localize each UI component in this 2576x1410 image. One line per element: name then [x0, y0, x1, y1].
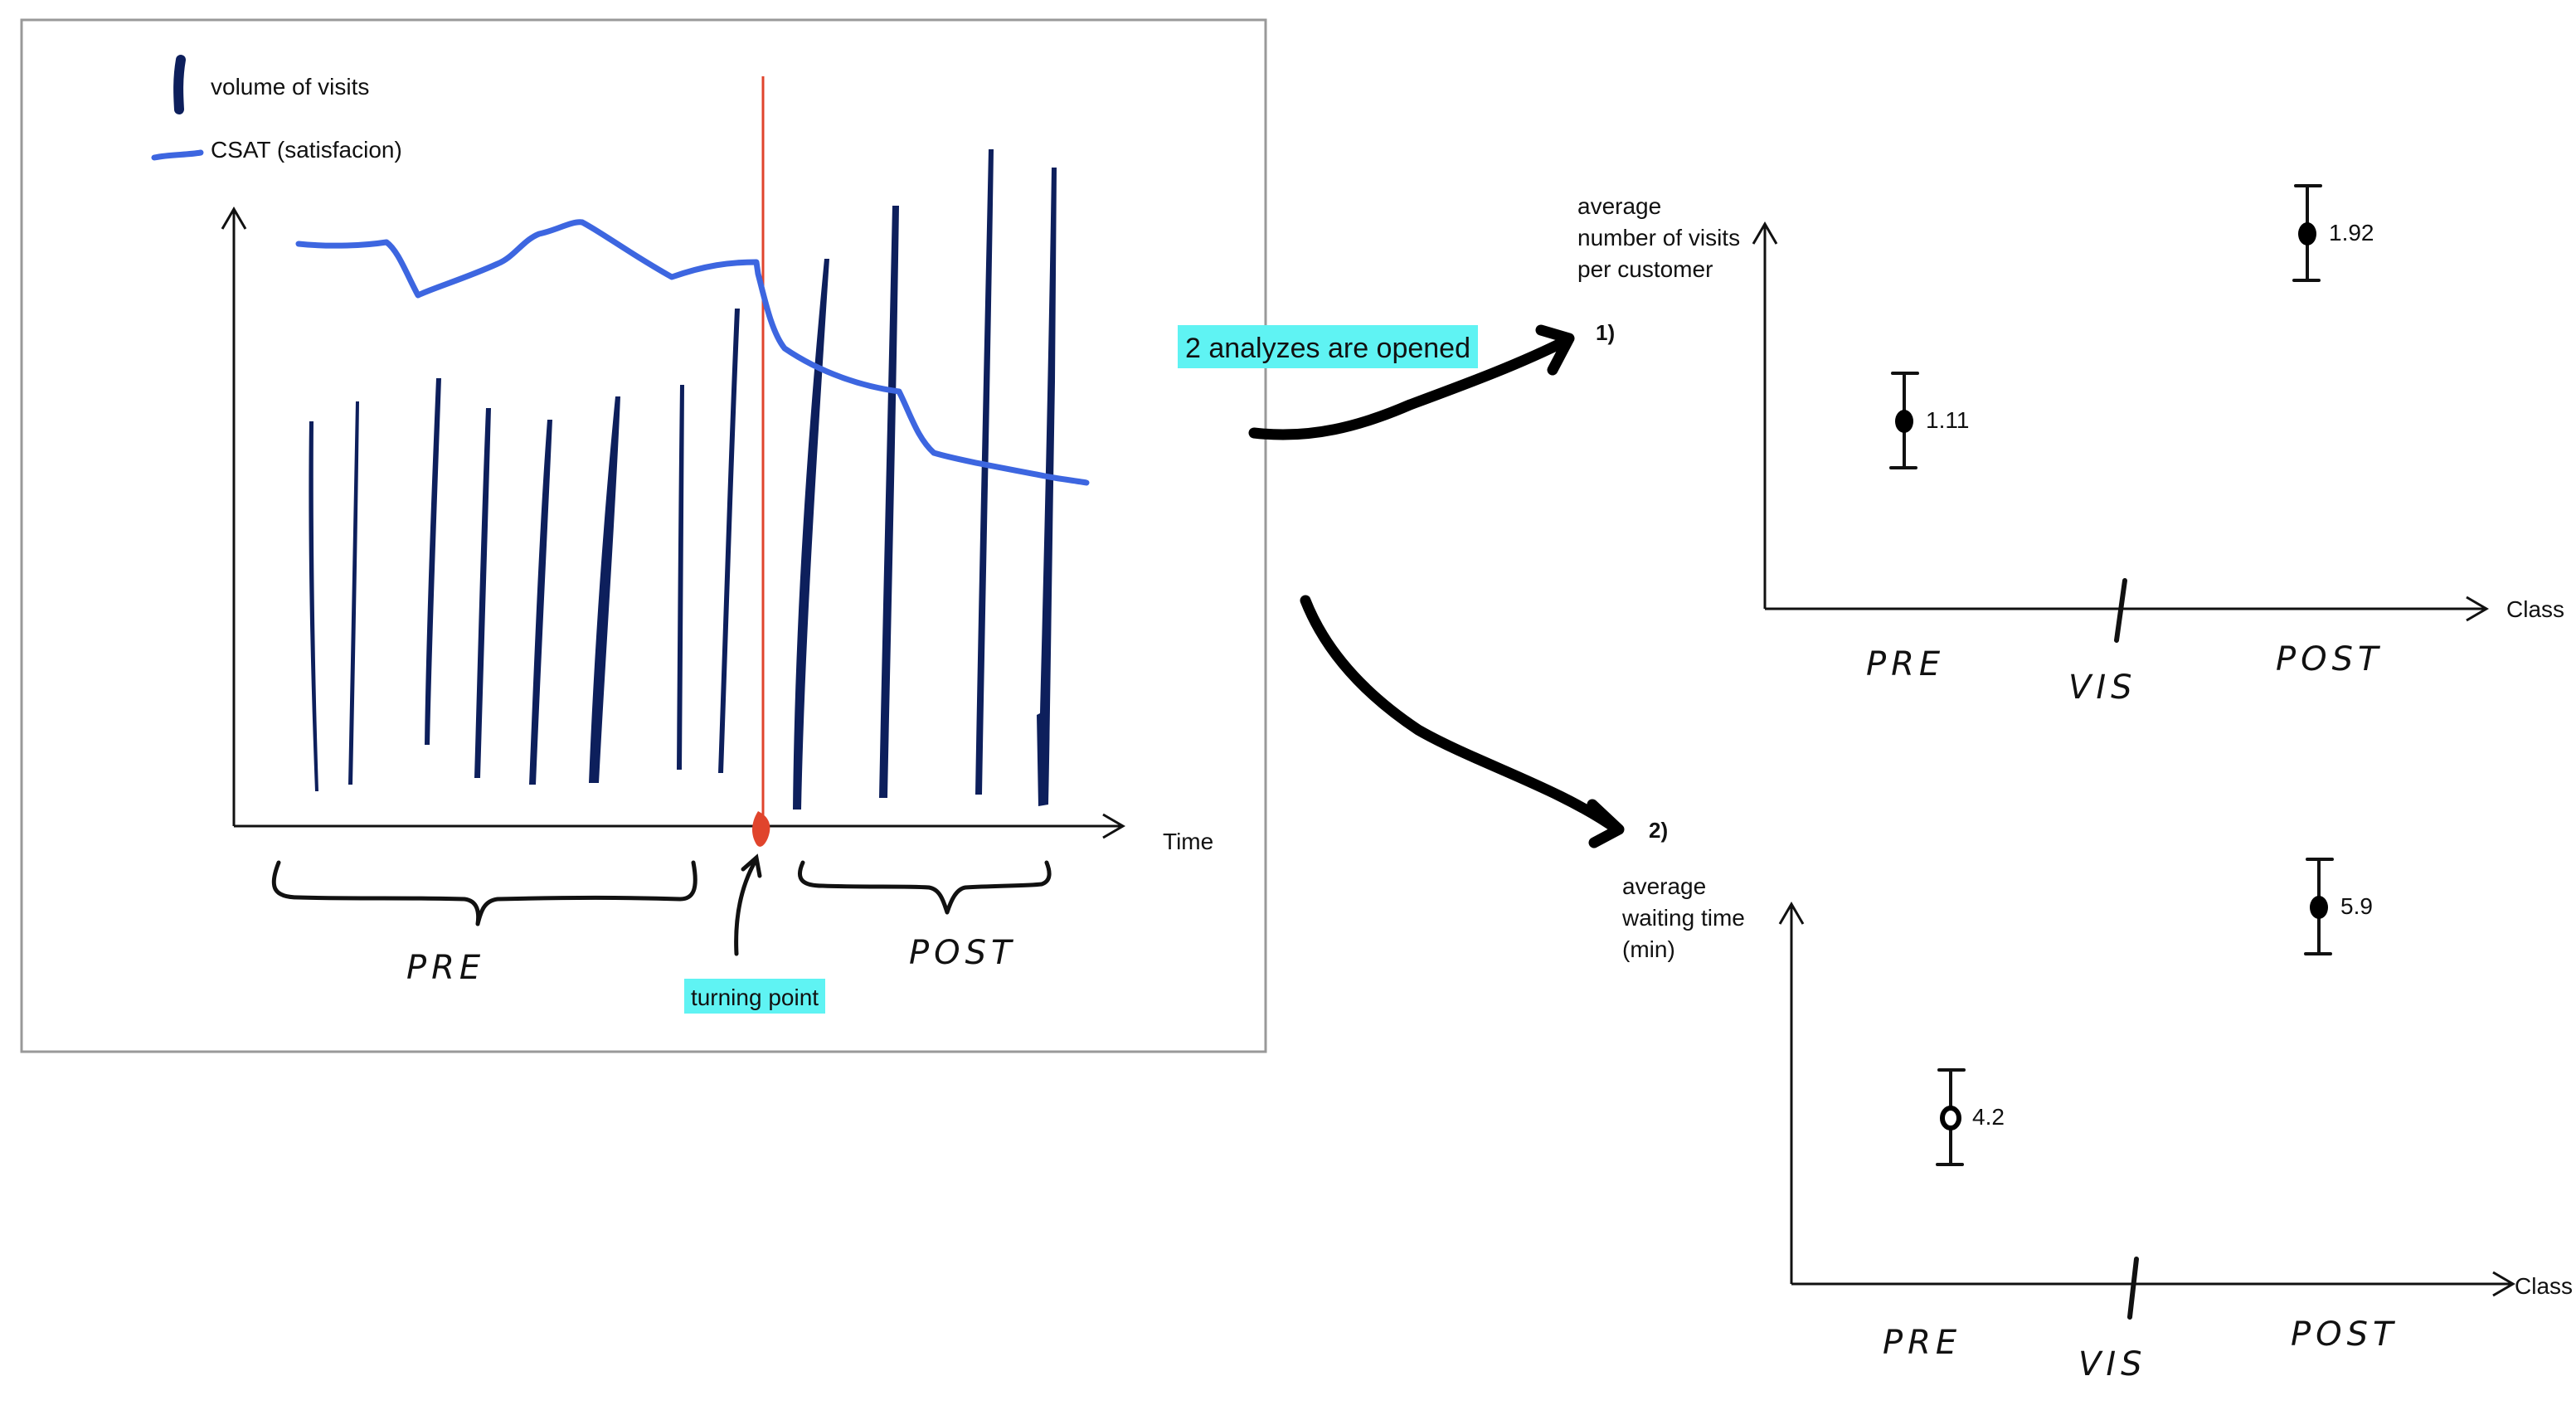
visit-volume-bars	[309, 149, 1057, 810]
arrow-to-analysis-1-head	[1535, 324, 1575, 376]
visit-bar	[677, 385, 684, 770]
visit-bar	[718, 309, 740, 773]
arrow-to-analysis-2	[1300, 595, 1623, 835]
data-label: 5.9	[2340, 893, 2373, 919]
analysis-1-point-pre: 1.11	[1889, 372, 1969, 469]
legend-label-visits: volume of visits	[211, 74, 369, 100]
x-axis-label-time: Time	[1163, 829, 1213, 854]
analysis-2-x-arrowhead	[2492, 1271, 2515, 1297]
visit-bar	[793, 259, 829, 810]
visit-bar	[589, 396, 620, 783]
analysis-1-point-post: 1.92	[2292, 184, 2374, 282]
visit-bar	[309, 421, 318, 791]
timeline-axes	[221, 207, 1125, 839]
analysis-1-x-label: Class	[2506, 596, 2564, 622]
data-point	[2310, 896, 2328, 919]
arrow-to-analysis-2-head	[1587, 799, 1625, 848]
visit-bar	[879, 206, 899, 798]
analysis-2-category-pre: PRE	[1883, 1324, 1961, 1362]
analysis-1-y-label-line-3: per customer	[1577, 256, 1713, 282]
pre-brace	[271, 860, 697, 926]
arrow-note: 2 analyzes are opened	[1185, 333, 1470, 364]
analysis-1-category-post: POST	[2276, 640, 2383, 678]
analysis-1-category-pre: PRE	[1866, 645, 1945, 683]
visit-bar	[975, 149, 994, 795]
left-panel-frame	[20, 18, 1267, 1053]
bar-stroke-icon	[173, 55, 186, 114]
analysis-2-category-vis: VIS	[2078, 1345, 2147, 1383]
post-brace	[797, 860, 1052, 915]
data-label: 1.92	[2329, 220, 2374, 246]
csat-line	[295, 219, 1090, 486]
analysis-2-vis-divider	[2127, 1257, 2139, 1320]
left-panel: volume of visits CSAT (satisfacion) Time	[20, 18, 1267, 1053]
x-axis-arrowhead	[1102, 813, 1125, 839]
analysis-2-y-arrowhead	[1778, 902, 1805, 925]
turning-point-pointer	[734, 857, 759, 956]
arrow-to-analysis-1	[1248, 334, 1573, 440]
legend-label-csat: CSAT (satisfacion)	[211, 137, 402, 163]
data-point	[2298, 222, 2316, 246]
analysis-2-category-post: POST	[2291, 1315, 2398, 1354]
analysis-1-category-vis: VIS	[2068, 669, 2137, 707]
y-axis-arrowhead	[221, 207, 247, 230]
legend: volume of visits CSAT (satisfacion)	[151, 55, 402, 163]
analysis-1-vis-divider	[2114, 578, 2127, 643]
visit-bar	[425, 378, 441, 745]
analysis-1-marker: 1)	[1596, 320, 1615, 345]
analysis-2-x-label: Class	[2515, 1273, 2573, 1299]
analysis-1-y-label-line-2: number of visits	[1577, 225, 1740, 250]
connector-arrows: 2 analyzes are opened 1) 2)	[1178, 320, 1668, 848]
visit-bar	[474, 408, 491, 778]
turning-point-label: turning point	[691, 985, 819, 1010]
analysis-1-x-arrowhead	[2466, 596, 2489, 622]
pre-label: PRE	[406, 949, 485, 987]
visit-bar	[529, 420, 552, 785]
analysis-1-chart: average number of visits per customer Cl…	[1577, 184, 2564, 707]
analysis-2-point-post: 5.9	[2304, 858, 2373, 955]
data-point	[1895, 410, 1913, 433]
analysis-2-y-label-line-3: (min)	[1622, 936, 1675, 962]
data-label: 1.11	[1926, 407, 1969, 433]
turning-point-pointer-head	[741, 853, 762, 878]
analysis-1-y-label-line-1: average	[1577, 193, 1661, 219]
post-label: POST	[909, 934, 1016, 972]
visit-bar	[348, 401, 359, 785]
data-point	[1940, 1106, 1961, 1130]
analysis-2-point-pre: 4.2	[1936, 1068, 2005, 1166]
arrow-note-highlight	[1178, 325, 1478, 368]
analysis-2-chart: average waiting time (min) Class PRE VIS…	[1621, 858, 2573, 1383]
line-stroke-icon	[151, 149, 204, 161]
analysis-2-y-label-line-2: waiting time	[1621, 905, 1745, 931]
analysis-1-y-arrowhead	[1752, 221, 1778, 245]
turning-point-highlight	[684, 979, 825, 1014]
data-label: 4.2	[1972, 1104, 2005, 1130]
analysis-2-marker: 2)	[1649, 818, 1668, 843]
analysis-2-y-label-line-1: average	[1622, 873, 1706, 899]
visit-bar	[1037, 168, 1057, 806]
turning-point-marker	[752, 811, 770, 847]
